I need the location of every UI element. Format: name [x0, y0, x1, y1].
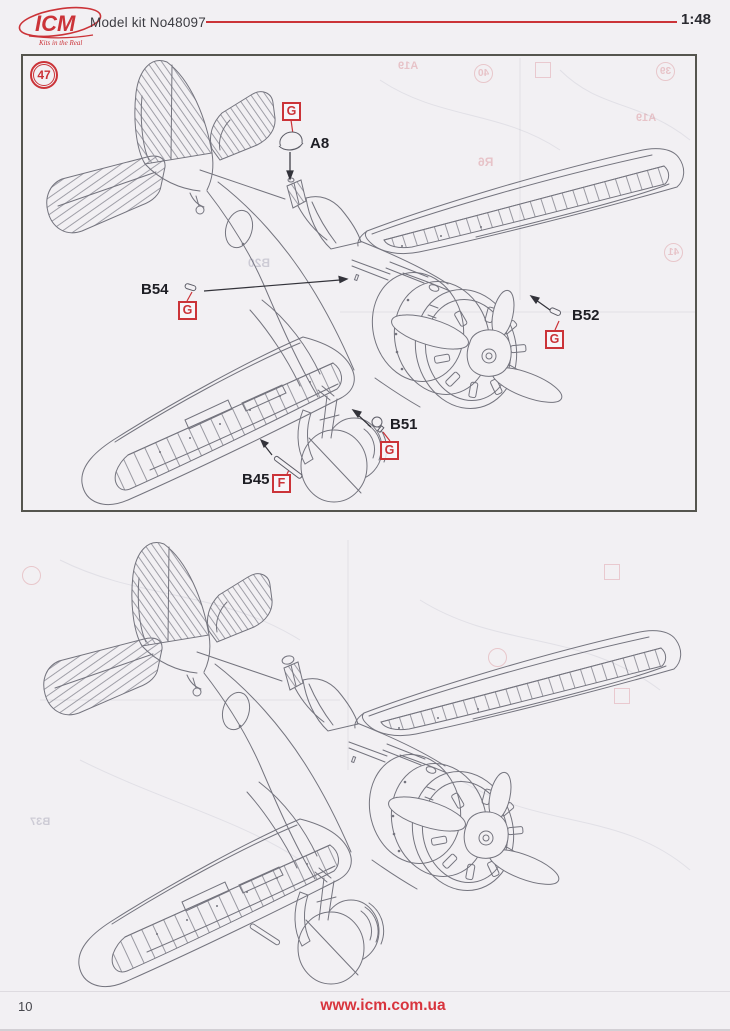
part-label-b54: B54	[141, 281, 169, 298]
page-bottom-edge	[0, 1029, 730, 1031]
bleedthrough-badge: 41	[664, 243, 683, 262]
bleedthrough-label: R6	[478, 155, 494, 169]
bleedthrough-box	[614, 688, 630, 704]
bleedthrough-badge: 39	[656, 62, 675, 81]
bleedthrough-box	[604, 564, 620, 580]
bleedthrough-label: B20	[248, 256, 271, 270]
finish-chip-b54: G	[178, 301, 197, 320]
part-label-b52: B52	[572, 307, 600, 324]
svg-text:Kits in the Real: Kits in the Real	[38, 39, 82, 47]
header-divider	[206, 21, 677, 23]
website-url: www.icm.com.ua	[320, 997, 446, 1014]
part-b51-glyph	[371, 416, 383, 428]
step-number: 47	[33, 64, 55, 86]
aircraft-line-art-bottom	[43, 542, 682, 988]
finish-chip-b45: F	[272, 474, 291, 493]
bleedthrough-label: A19	[398, 60, 419, 72]
bleedthrough-label: B37	[30, 816, 51, 828]
step-frame	[21, 54, 697, 512]
part-label-a8: A8	[310, 135, 330, 152]
bleedthrough-label: A19	[636, 112, 657, 124]
part-b45-glyph	[273, 455, 303, 479]
bleedthrough-badge: 40	[474, 64, 493, 83]
finish-chip-b51: G	[380, 441, 399, 460]
finish-chip-b52: G	[545, 330, 564, 349]
step-number-badge: 47	[30, 61, 58, 89]
bleedthrough-badge	[22, 566, 41, 585]
part-label-b45: B45	[242, 471, 270, 488]
bleedthrough-badge	[488, 648, 507, 667]
scale-label: 1:48	[681, 11, 712, 28]
footer-divider	[0, 991, 730, 992]
icm-logo: ICM Kits in the Real	[18, 6, 102, 47]
part-b54-glyph	[184, 283, 197, 292]
page-number: 10	[18, 999, 33, 1014]
callout-graphics	[184, 119, 561, 479]
part-b52-glyph	[549, 307, 561, 316]
installed-parts-bottom	[249, 655, 295, 946]
svg-text:ICM: ICM	[35, 11, 76, 36]
kit-title: Model kit No48097	[90, 15, 206, 30]
finish-chip-a8: G	[282, 102, 301, 121]
bleedthrough-box	[535, 62, 551, 78]
part-label-b51: B51	[390, 416, 418, 433]
